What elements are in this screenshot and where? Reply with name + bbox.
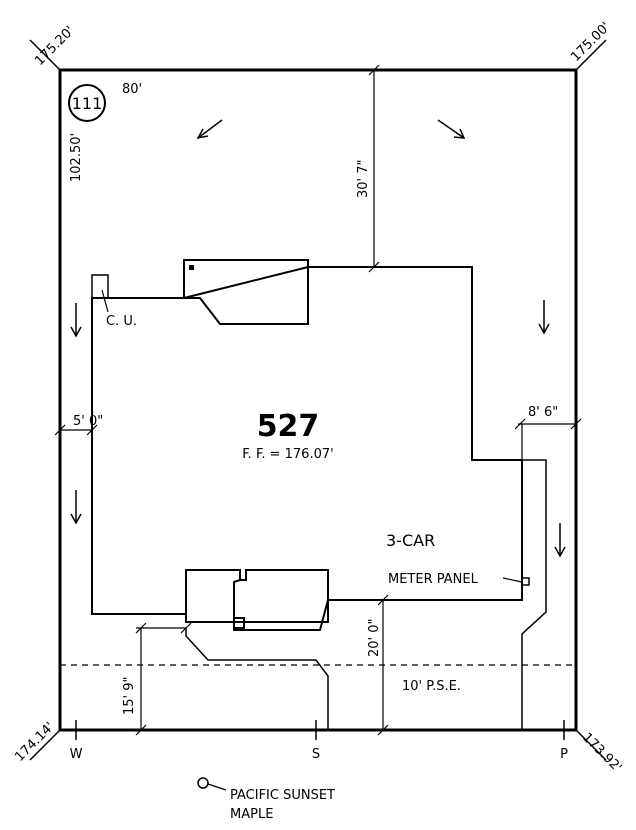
corner-elev-top-left: 175.20' — [32, 24, 77, 69]
tree-icon — [197, 777, 209, 789]
porch-marker — [189, 265, 194, 270]
meter-leader — [502, 577, 523, 583]
dim-rear-setback: 30' 7" — [356, 160, 371, 199]
property-line — [58, 68, 578, 732]
tree-leader — [207, 783, 227, 791]
corner-elev-bottom-right: 173.92' — [579, 730, 624, 775]
utility-ticks — [75, 720, 565, 740]
meter-panel-box — [521, 577, 530, 586]
corner-elev-bottom-left: 174.14' — [12, 720, 57, 765]
meter-label: METER PANEL — [388, 572, 479, 587]
power-marker: P — [560, 747, 568, 762]
dim-side-right: 8' 6" — [528, 405, 558, 420]
corner-leaders — [29, 39, 607, 761]
dim-side-left: 5' 0" — [73, 414, 103, 429]
lot-number: 111 — [72, 94, 103, 113]
dim-front-garage: 20' 0" — [367, 619, 382, 658]
cu-leader — [101, 289, 109, 313]
water-marker: W — [70, 747, 83, 762]
front-entry — [185, 569, 329, 631]
dim-front-house: 15' 9" — [122, 677, 137, 716]
tree-label-line2: MAPLE — [230, 807, 273, 822]
lot-frontage: 80' — [122, 82, 142, 97]
rear-porch — [183, 265, 309, 325]
condenser-unit — [91, 274, 109, 299]
drainage-arrows — [70, 119, 566, 558]
driveway-lines — [185, 459, 547, 730]
pse-label: 10' P.S.E. — [402, 679, 461, 694]
corner-elev-top-right: 175.00' — [568, 20, 613, 65]
tree-label-line1: PACIFIC SUNSET — [230, 788, 335, 803]
sewer-marker: S — [312, 747, 320, 762]
finished-floor: F. F. = 176.07' — [242, 447, 333, 462]
lot-number-circle — [68, 84, 106, 122]
lot-depth: 102.50' — [69, 133, 84, 182]
house-plan-number: 527 — [257, 409, 320, 444]
dimension-lines — [54, 64, 582, 736]
garage-label: 3-CAR — [386, 531, 435, 550]
cu-label: C. U. — [106, 314, 137, 329]
